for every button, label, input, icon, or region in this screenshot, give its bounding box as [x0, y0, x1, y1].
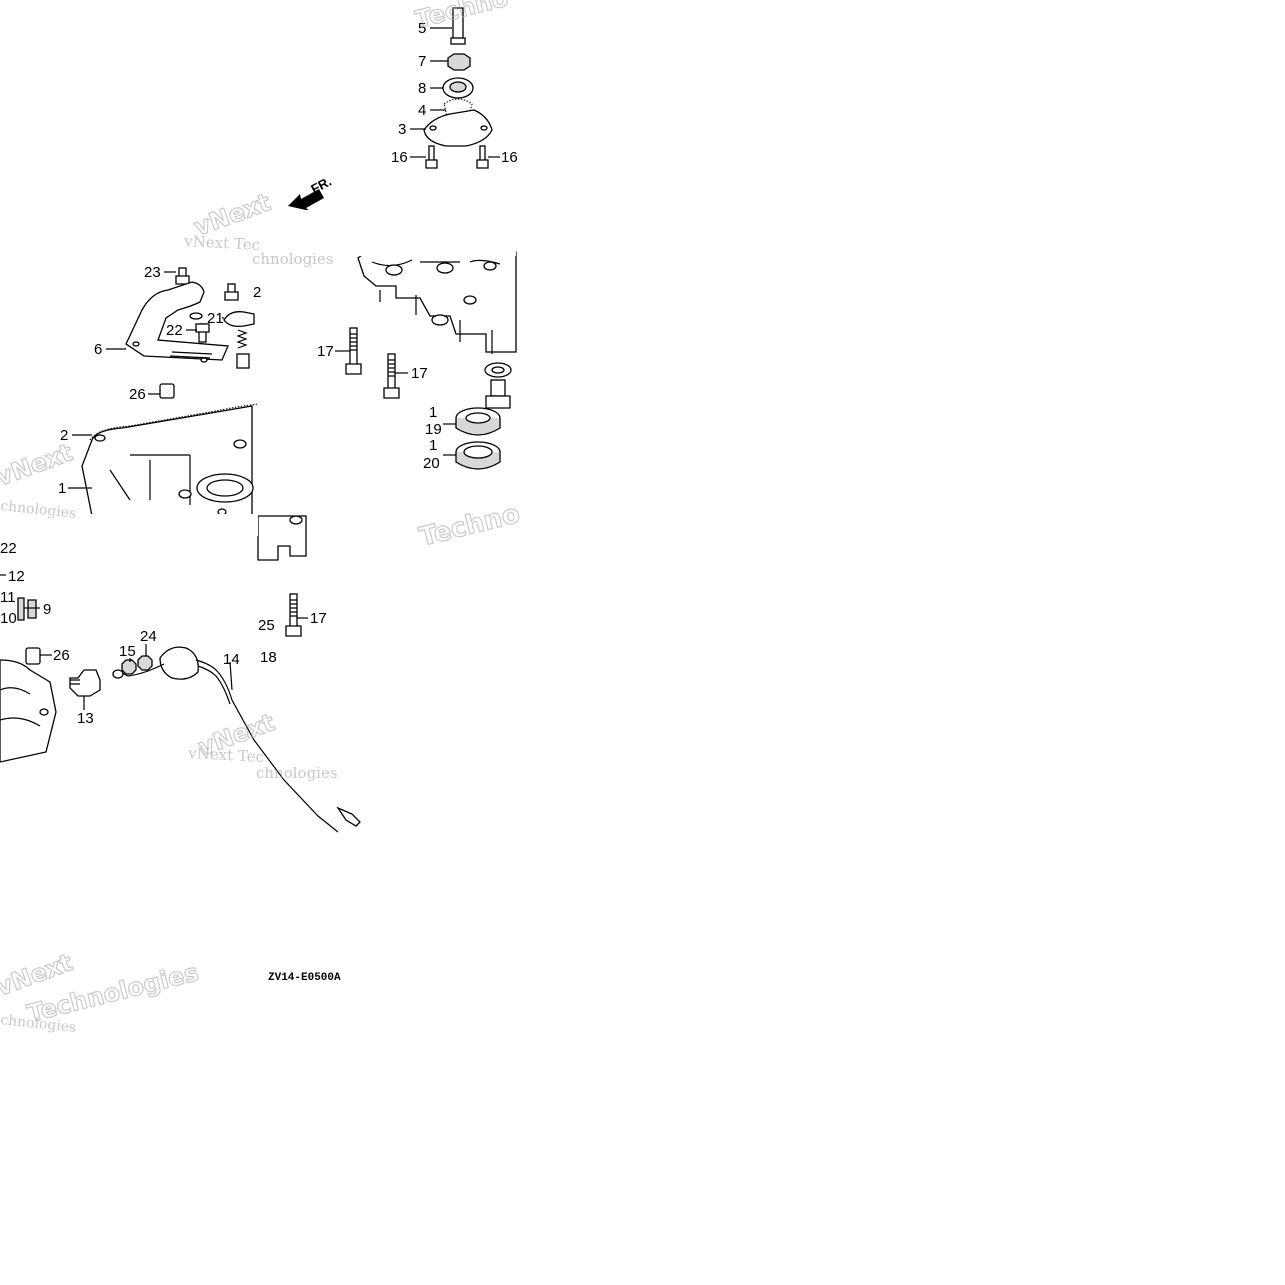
label-part-16a: 16	[391, 149, 408, 166]
label-part-1b: 1	[429, 404, 437, 421]
inner-rotor-part	[447, 53, 471, 71]
breather-spring-part	[236, 329, 248, 349]
label-part-22b: 22	[0, 540, 17, 557]
nut-15-part	[121, 659, 137, 675]
label-part-5: 5	[418, 20, 426, 37]
label-part-6: 6	[94, 341, 102, 358]
dowel-26a-part	[159, 383, 175, 399]
switch-boot-part	[159, 646, 199, 680]
label-part-20: 20	[423, 455, 440, 472]
label-part-2x: 2	[253, 284, 261, 301]
pump-shaft-tip	[450, 37, 466, 45]
watermark-vnexttec-bottom: vNext Tec	[187, 744, 265, 766]
crankcase-cover-assembly: 23 2 21 22 6 26 2 1	[58, 264, 261, 517]
watermark-chnologies-left: chnologies	[0, 498, 77, 522]
washer-21-part	[189, 312, 203, 320]
label-part-9: 9	[43, 601, 51, 618]
label-part-11: 11	[0, 589, 16, 606]
label-part-23: 23	[144, 264, 161, 281]
wire-terminal-part	[336, 806, 361, 827]
drain-plug-part	[490, 379, 506, 397]
label-part-21: 21	[207, 310, 224, 327]
crankcase-lower-left	[0, 659, 57, 763]
label-part-2: 2	[60, 427, 68, 444]
label-part-17a: 17	[317, 343, 334, 360]
oil-level-switch-assembly: 22 12 11 10 9 26 13 15 24 14 25 17 18	[0, 515, 361, 833]
flange-bolt-16b	[476, 159, 489, 169]
watermark-chnologies-lower: chnologies	[0, 1012, 77, 1036]
watermark-chnologies-bottom: chnologies	[256, 764, 338, 782]
oil-pump-cover-assembly: 5 7 8 4 3 16 16	[391, 7, 518, 169]
label-part-25: 25	[258, 617, 275, 634]
label-part-3: 3	[398, 121, 406, 138]
label-part-13: 13	[77, 710, 94, 727]
dowel-26b-part	[25, 647, 41, 665]
label-part-22a: 22	[166, 322, 183, 339]
label-part-24: 24	[140, 628, 157, 645]
label-part-14: 14	[223, 651, 240, 668]
label-part-17c: 17	[310, 610, 327, 627]
crankcase-right-section: 17 17 1 19 1 20	[317, 251, 517, 472]
label-part-1c: 1	[429, 437, 437, 454]
label-part-26b: 26	[53, 647, 70, 664]
crankcase-body-right	[357, 251, 517, 353]
label-part-18: 18	[260, 649, 277, 666]
pump-cover-part	[423, 109, 493, 147]
diagram-code: ZV14-E0500A	[268, 972, 341, 984]
label-part-12: 12	[8, 568, 25, 585]
watermark-chnologies-mid: chnologies	[252, 250, 334, 268]
switch-clip-part	[17, 597, 25, 621]
label-part-1a: 1	[58, 480, 66, 497]
washer-24-part	[137, 655, 153, 671]
label-part-26a: 26	[129, 386, 146, 403]
flange-bolt-16a	[425, 159, 438, 169]
breather-plate-part	[223, 311, 255, 328]
label-part-7: 7	[418, 53, 426, 70]
label-part-17b: 17	[411, 365, 428, 382]
label-part-16b: 16	[501, 149, 518, 166]
breather-cover-part	[125, 281, 229, 361]
label-part-15: 15	[119, 643, 136, 660]
crankcase-lower-section	[257, 515, 307, 561]
label-part-4: 4	[418, 102, 426, 119]
label-part-10: 10	[0, 610, 17, 627]
label-part-19: 19	[425, 421, 442, 438]
watermark-vnexttec-mid: vNext Tec	[183, 232, 261, 254]
label-part-8: 8	[418, 80, 426, 97]
flange-bolt-17c	[289, 593, 298, 629]
